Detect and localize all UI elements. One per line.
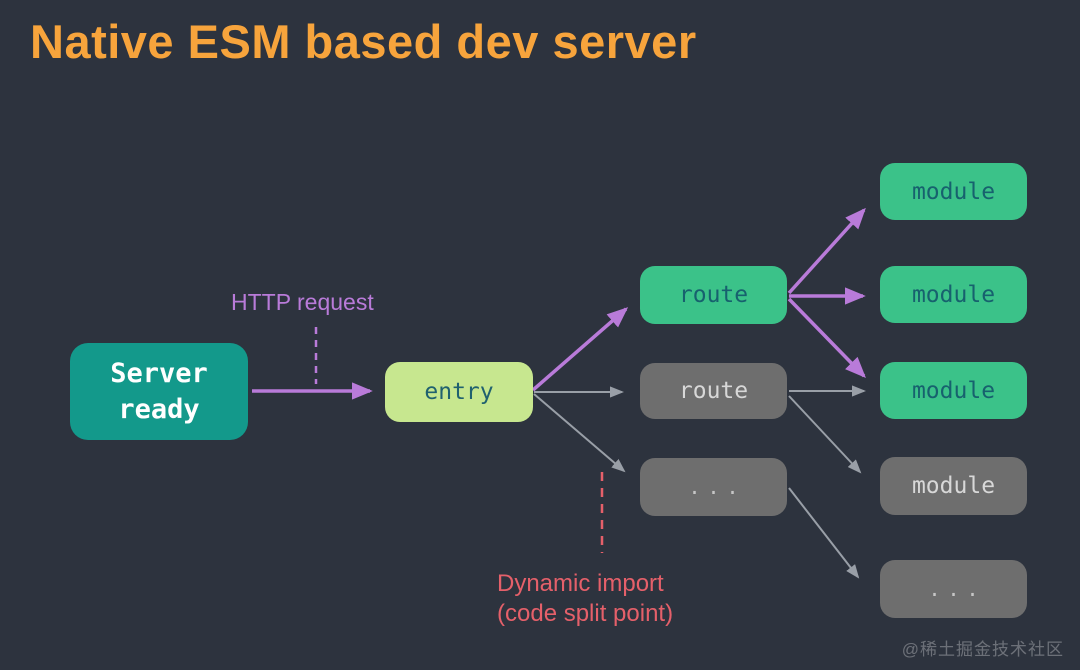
node-route-inactive: route [640,363,787,419]
edge-routes-more-to-modules-more [788,487,860,579]
edge-route-active-to-module-1 [787,207,866,295]
node-server-ready: Server ready [70,343,248,440]
node-entry: entry [385,362,533,422]
node-module-4: module [880,457,1027,515]
edge-route-inactive-to-module-4 [788,395,862,474]
dynamic-import-label: Dynamic import (code split point) [497,570,674,627]
edge-entry-to-route-active [531,307,629,392]
node-module-3: module [880,362,1027,419]
watermark: @稀土掘金技术社区 [901,640,1064,659]
node-module-1: module [880,163,1027,220]
node-route-active: route [640,266,787,324]
node-routes-more: ... [640,458,787,516]
node-modules-more: ... [880,560,1027,618]
page-title: Native ESM based dev server [30,15,697,68]
http-request-label: HTTP request [231,289,374,315]
edge-entry-to-routes-more [533,393,626,473]
edge-route-active-to-module-3 [787,297,866,379]
node-module-2: module [880,266,1027,323]
